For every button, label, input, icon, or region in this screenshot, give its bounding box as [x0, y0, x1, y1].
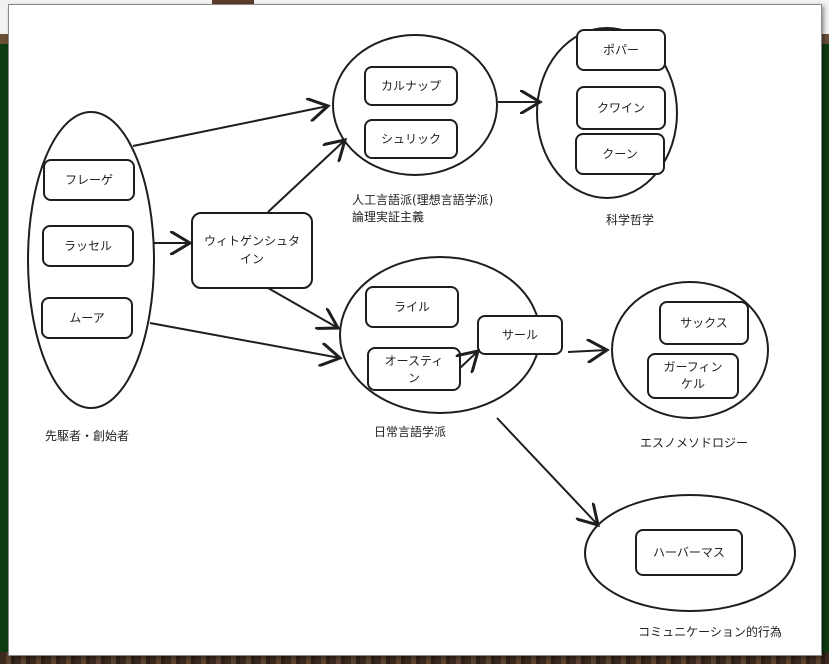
member-box [477, 315, 563, 355]
member-name: ラッセル [64, 239, 112, 253]
arrow [149, 322, 340, 358]
arrow [267, 287, 338, 328]
wittgenstein-name: ウィトゲンシュタ [204, 234, 300, 248]
member-name: ライル [394, 300, 430, 314]
member-name: カルナップ [381, 79, 441, 93]
member-box [42, 225, 134, 267]
wittgenstein-box [191, 212, 313, 289]
member-name: ハーバーマス [653, 546, 725, 560]
group-label: コミュニケーション的行為 [638, 624, 782, 639]
group-ellipse-communicative-action [584, 494, 796, 612]
member-name: シュリック [381, 132, 441, 146]
member-name: フレーゲ [65, 173, 113, 187]
group-ellipse-pioneers [27, 111, 155, 409]
member-name: サール [502, 328, 538, 342]
group-label: 日常言語学派 [374, 424, 446, 439]
wittgenstein-name: イン [240, 252, 264, 266]
member-box [576, 29, 666, 71]
member-box [647, 353, 739, 399]
group-label: 論理実証主義 [352, 209, 424, 224]
member-box [365, 286, 459, 328]
group-label: 先駆者・創始者 [45, 429, 129, 443]
member-box [41, 297, 133, 339]
arrow [267, 140, 345, 213]
arrow [496, 417, 598, 525]
member-name: ムーア [69, 311, 105, 325]
member-name-line: オースティ [385, 354, 444, 368]
member-name: ガーフィンケル [663, 360, 722, 391]
member-name-line: ケル [681, 377, 705, 391]
member-box [43, 159, 135, 201]
member-box [575, 133, 665, 175]
member-name: ポパー [603, 43, 639, 57]
arrow [132, 106, 328, 147]
group-communicative-action: コミュニケーション的行為 ハーバーマス [584, 494, 796, 639]
member-name: クワイン [597, 101, 645, 115]
member-box [364, 66, 458, 106]
group-ellipse-ideal-language [332, 34, 498, 176]
member-name: クーン [602, 147, 637, 161]
group-label: 科学哲学 [606, 212, 654, 227]
member-box [659, 301, 749, 345]
arrow [567, 350, 607, 352]
group-ellipse-ethnomethodology [611, 281, 769, 419]
member-box [364, 119, 458, 159]
member-box [635, 529, 743, 576]
member-name: サックス [680, 316, 728, 330]
member-name-line: ガーフィン [663, 360, 722, 374]
group-label: 人工言語派(理想言語学派) [352, 192, 493, 207]
group-label: エスノメソドロジー [640, 436, 748, 450]
arrow [460, 351, 478, 368]
member-name: オースティン [385, 354, 444, 385]
member-name-line: ン [408, 371, 420, 385]
member-box [576, 86, 666, 130]
